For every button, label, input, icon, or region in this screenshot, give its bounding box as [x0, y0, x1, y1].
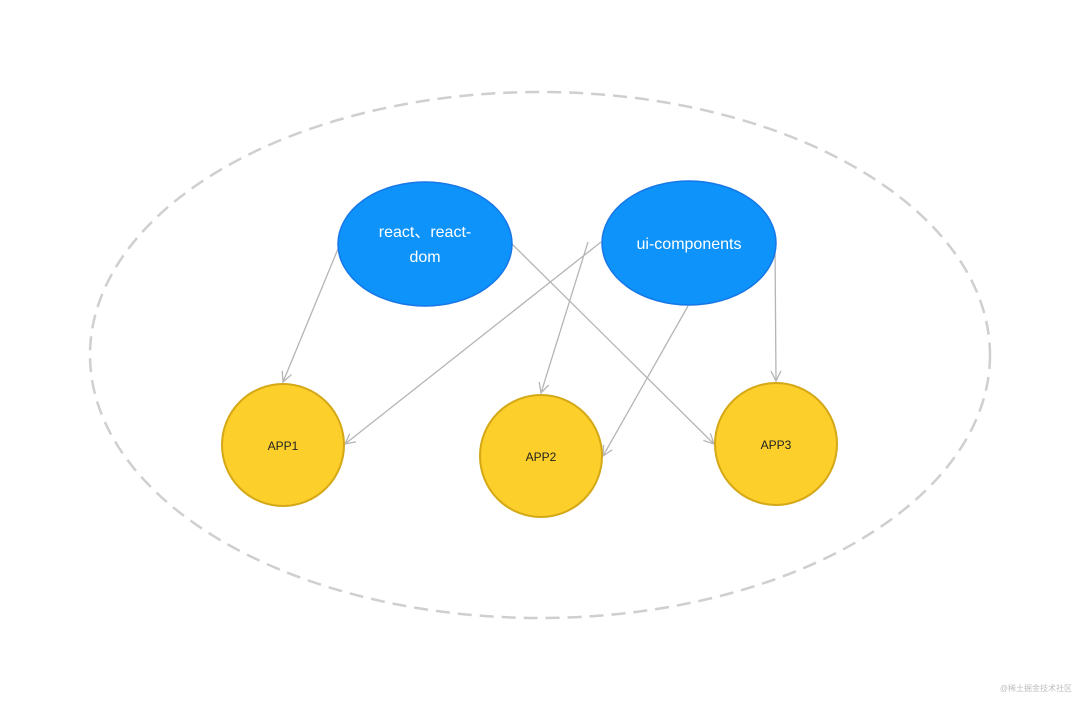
app-circle-app1 [221, 383, 345, 507]
app-node-app3: APP3 [714, 382, 838, 506]
package-node-react: react、react- dom [337, 181, 513, 307]
app-label-app3: APP3 [761, 438, 792, 452]
edge-ui-to-app2-left [541, 241, 589, 393]
package-node-ui-components: ui-components [601, 180, 777, 306]
app-circle-app3 [714, 382, 838, 506]
edge-ui-to-app2-right [603, 305, 689, 456]
app-label-app2: APP2 [526, 450, 557, 464]
edge-react-to-app3 [511, 243, 714, 444]
app-node-app2: APP2 [479, 394, 603, 518]
edge-ui-to-app1 [345, 241, 602, 444]
package-label-react-line1: react、react- [379, 224, 471, 241]
edge-react-to-app1 [283, 243, 341, 382]
edge-ui-to-app3 [775, 243, 776, 381]
watermark: @稀土掘金技术社区 [999, 684, 1072, 693]
app-node-app1: APP1 [221, 383, 345, 507]
workspace-boundary [88, 90, 992, 620]
app-circle-app2 [479, 394, 603, 518]
package-ellipse-react [337, 181, 513, 307]
package-label-react-line2: dom [409, 249, 440, 266]
package-label-ui-components: ui-components [637, 236, 742, 253]
package-ellipse-ui-components [601, 180, 777, 306]
app-label-app1: APP1 [268, 439, 299, 453]
edges [283, 241, 776, 456]
